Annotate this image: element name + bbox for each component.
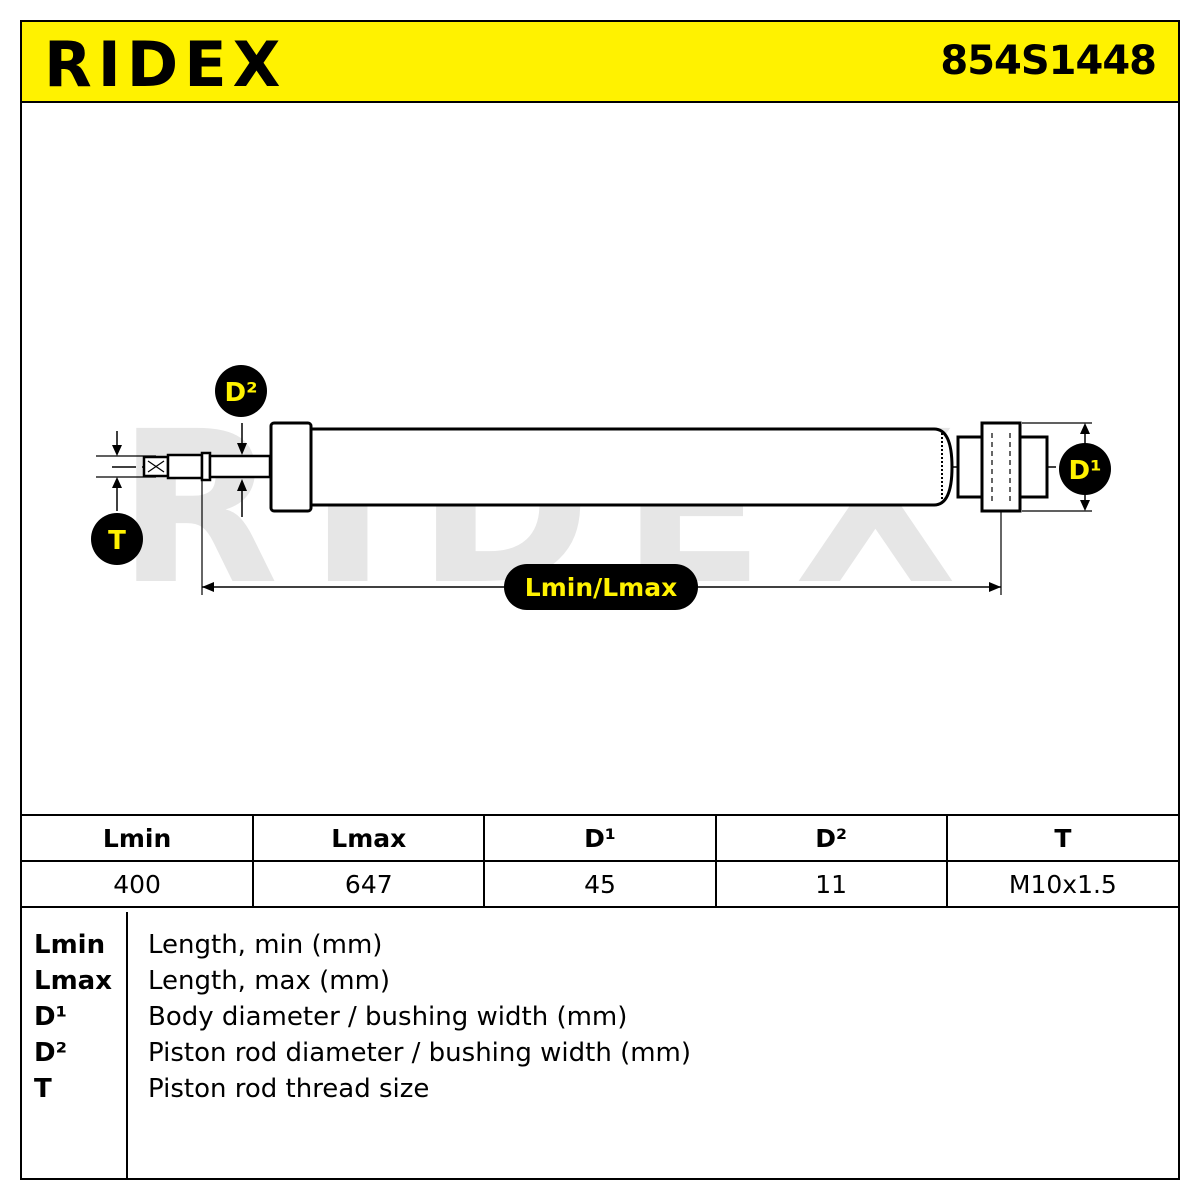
legend-desc: Length, min (mm) <box>148 930 383 960</box>
d1-label: D¹ <box>1069 456 1102 486</box>
brand-logo-text: RIDEX <box>44 28 286 98</box>
spec-value-lmin: 400 <box>22 860 255 908</box>
spec-value-d1: 45 <box>483 860 717 908</box>
thread-section <box>166 453 204 480</box>
legend-item: Lmax Length, max (mm) <box>22 966 1178 1002</box>
t-badge <box>91 513 143 565</box>
technical-drawing: RIDEX <box>22 103 1178 814</box>
t-arrow <box>112 445 122 456</box>
d2-label: D² <box>225 378 258 408</box>
t-label: T <box>108 526 126 556</box>
spec-header-d1: D¹ <box>483 814 717 862</box>
spec-value-row: 400 647 45 11 M10x1.5 <box>22 860 1178 908</box>
d1-arrow <box>1080 423 1090 434</box>
d1-badge <box>1059 443 1111 495</box>
spec-header-row: Lmin Lmax D¹ D² T <box>22 814 1178 862</box>
d1-arrow <box>1080 500 1090 511</box>
spec-header-lmax: Lmax <box>252 814 486 862</box>
spec-value-lmax: 647 <box>252 860 486 908</box>
spec-header-t: T <box>945 814 1178 862</box>
legend-item: T Piston rod thread size <box>22 1074 1178 1110</box>
spec-header-d2: D² <box>714 814 948 862</box>
spec-table: Lmin Lmax D¹ D² T 400 647 45 11 M10x1.5 <box>22 814 1178 908</box>
length-arrow <box>202 582 214 592</box>
piston-rod <box>208 454 272 479</box>
legend-desc: Length, max (mm) <box>148 966 391 996</box>
legend-desc: Body diameter / bushing width (mm) <box>148 1002 628 1032</box>
d2-badge <box>215 365 267 417</box>
t-arrow <box>112 477 122 488</box>
dust-cap <box>269 421 313 513</box>
d2-arrow <box>237 479 247 491</box>
legend-key: Lmax <box>34 966 112 996</box>
legend-item: D¹ Body diameter / bushing width (mm) <box>22 1002 1178 1038</box>
d2-arrow <box>237 443 247 455</box>
legend-key: T <box>34 1074 52 1104</box>
length-arrow <box>989 582 1001 592</box>
body-tube <box>309 427 954 507</box>
datasheet-frame: RIDEX 854S1448 RIDEX <box>20 20 1180 1180</box>
part-number: 854S1448 <box>940 38 1157 84</box>
legend-item: Lmin Length, min (mm) <box>22 930 1178 966</box>
legend-divider <box>126 912 128 1178</box>
spec-header-lmin: Lmin <box>22 814 255 862</box>
brand-logo: RIDEX <box>44 28 286 98</box>
bottom-bushing <box>980 421 1022 513</box>
spec-value-d2: 11 <box>714 860 948 908</box>
length-badge <box>504 564 698 610</box>
legend-item: D² Piston rod diameter / bushing width (… <box>22 1038 1178 1074</box>
legend: Lmin Length, min (mm) Lmax Length, max (… <box>22 912 1178 1178</box>
legend-desc: Piston rod thread size <box>148 1074 430 1104</box>
legend-key: Lmin <box>34 930 106 960</box>
legend-key: D² <box>34 1038 67 1068</box>
thread-tip-cross <box>147 460 165 473</box>
shock-absorber-drawing: RIDEX <box>91 365 1111 631</box>
legend-key: D¹ <box>34 1002 67 1032</box>
length-label: Lmin/Lmax <box>525 573 677 602</box>
legend-desc: Piston rod diameter / bushing width (mm) <box>148 1038 692 1068</box>
spec-value-t: M10x1.5 <box>945 860 1178 908</box>
header-bar: RIDEX 854S1448 <box>22 22 1178 103</box>
